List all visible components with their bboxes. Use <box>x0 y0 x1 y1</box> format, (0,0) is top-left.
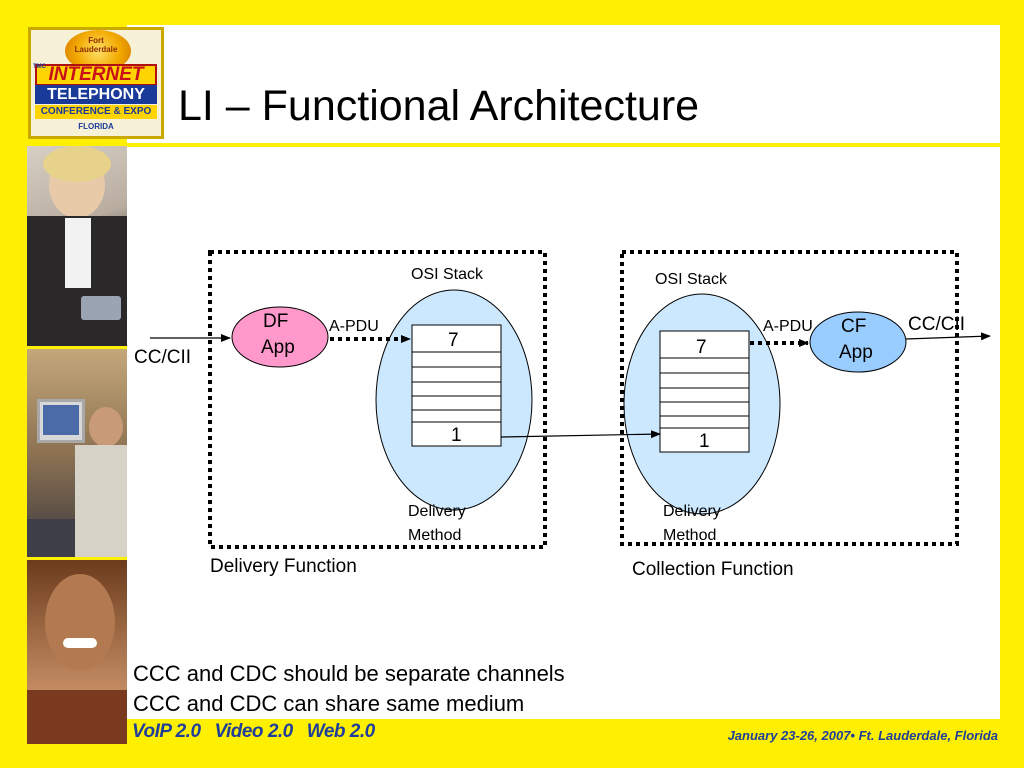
cf-osi-stack-label: OSI Stack <box>655 271 728 288</box>
logo-florida: FLORIDA <box>78 122 114 131</box>
content-panel <box>127 147 1000 719</box>
cf-app-label-line2: App <box>839 342 873 363</box>
df-osi-stack-label: OSI Stack <box>411 266 484 283</box>
bullet-list: CCC and CDC should be separate channels … <box>133 659 565 719</box>
photo-businesswoman <box>27 146 127 346</box>
collection-function-label: Collection Function <box>632 559 794 580</box>
delivery-function-box <box>208 250 547 549</box>
cf-osi-stack <box>659 330 750 453</box>
footer-tag-video: Video 2.0 <box>214 721 294 742</box>
photo-headset-woman <box>27 560 127 744</box>
logo-internet: INTERNET <box>35 64 157 86</box>
stack-link-arrow <box>500 430 661 439</box>
photo-man-at-computer <box>27 349 127 557</box>
footer-event: January 23-26, 2007• Ft. Lauderdale, Flo… <box>727 728 998 743</box>
df-apdu-label: A-PDU <box>329 318 379 335</box>
df-delivery-method-line2: Method <box>408 527 462 544</box>
conference-logo: Fort Lauderdale INTERNET TMC TELEPHONY C… <box>28 27 164 139</box>
cf-layer-1: 1 <box>699 431 710 452</box>
logo-city: Fort Lauderdale <box>74 36 118 54</box>
df-app-ellipse <box>231 306 329 368</box>
delivery-function-label: Delivery Function <box>210 556 357 577</box>
cf-delivery-method-line1: Delivery <box>663 503 721 520</box>
logo-conference: CONFERENCE & EXPO <box>35 105 157 119</box>
bullet-item: CCC and CDC should be separate channels <box>133 661 565 686</box>
cc-cii-output-label: CC/CII <box>908 314 965 335</box>
df-osi-stack <box>411 324 502 447</box>
cf-apdu-label: A-PDU <box>763 318 813 335</box>
df-app-label-line1: DF <box>263 311 289 332</box>
cf-delivery-method-line2: Method <box>663 527 717 544</box>
df-layer-7: 7 <box>448 330 459 351</box>
title-band <box>127 25 1000 143</box>
cc-cii-output-arrow <box>905 332 991 341</box>
collection-function-box <box>620 250 959 546</box>
cc-cii-input-label: CC/CII <box>134 347 191 368</box>
cf-app-ellipse <box>809 311 907 373</box>
df-app-label-line2: App <box>261 337 295 358</box>
footer-tag-voip: VoIP 2.0 <box>132 721 201 742</box>
logo-tmc: TMC <box>33 64 46 70</box>
df-delivery-method-line1: Delivery <box>408 503 466 520</box>
logo-telephony: TELEPHONY <box>35 85 157 104</box>
slide-title: LI – Functional Architecture <box>178 82 700 130</box>
footer-tag-web: Web 2.0 <box>306 721 375 742</box>
bullet-item: CCC and CDC can share same medium <box>133 691 525 716</box>
footer-tags: VoIP 2.0 Video 2.0 Web 2.0 <box>132 721 389 743</box>
df-layer-1: 1 <box>451 425 462 446</box>
cf-layer-7: 7 <box>696 337 707 358</box>
title-rule <box>127 143 1000 146</box>
cf-app-label-line1: CF <box>841 316 867 337</box>
